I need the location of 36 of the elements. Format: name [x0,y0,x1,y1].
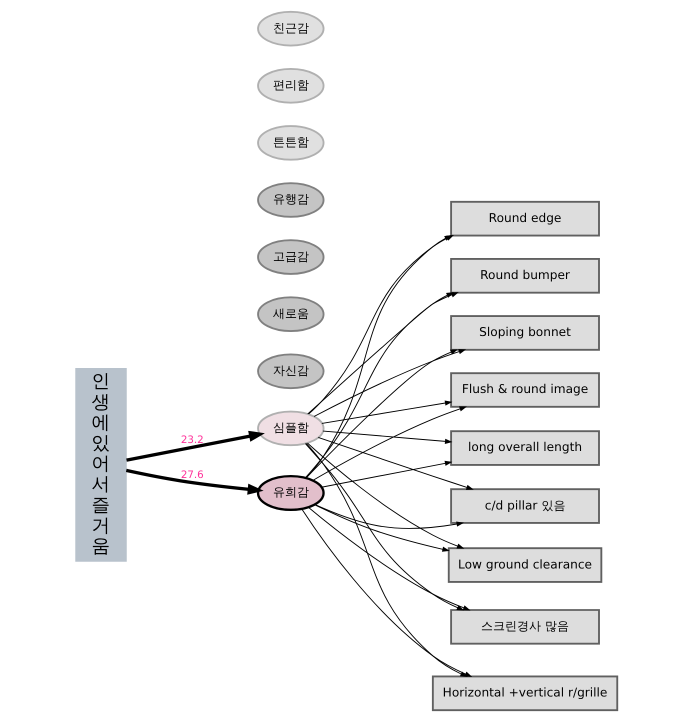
node-box: long overall length [450,430,600,466]
node-ellipse: 친근감 [257,10,324,46]
node-ellipse: 유희감 [256,474,325,511]
arrow [322,430,452,444]
arrow [312,406,467,481]
node-box: Round edge [450,200,600,236]
arrow [314,349,466,417]
node-box: 인생에있어서즐거움 [75,368,127,562]
arrow [304,443,464,611]
node-ellipse: 튼튼함 [257,125,324,161]
arrow [126,430,265,462]
arrow [318,436,474,490]
node-ellipse: 고급감 [257,239,324,275]
node-box: Flush & round image [450,372,600,408]
node-ellipse: 새로움 [257,296,324,332]
arrow [306,349,458,479]
node-box: c/d pillar 있음 [450,488,600,524]
arrow [308,506,471,610]
node-box: 스크린경사 많음 [450,609,600,645]
arrow [314,504,450,552]
arrow [306,442,468,678]
node-ellipse: 유행감 [257,182,324,218]
edge-label: 23.2 [180,434,204,446]
node-ellipse: 심플함 [257,410,324,446]
arrow [314,504,464,529]
arrow [321,400,452,424]
arrow [307,442,464,549]
arrow [320,460,452,488]
edge-label: 27.6 [180,468,204,481]
arrow [126,468,264,495]
node-box: Horizontal +vertical r/grille [432,676,618,712]
node-box: Sloping bonnet [450,315,600,351]
node-box: Low ground clearance [448,547,602,583]
node-box: Round bumper [450,258,600,294]
node-ellipse: 자신감 [257,354,324,390]
node-ellipse: 편리함 [257,68,324,104]
